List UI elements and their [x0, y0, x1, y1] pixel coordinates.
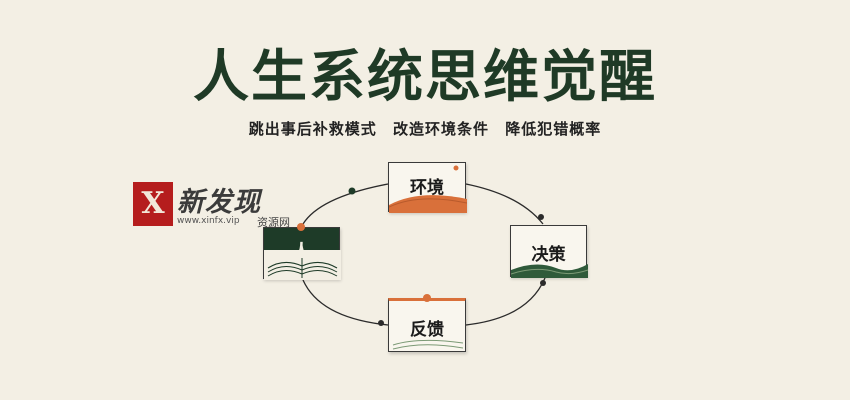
arc-dot: [538, 214, 544, 220]
arc-decision-to-feedback: [465, 277, 546, 326]
watermark-text: 新发现: [177, 187, 261, 218]
watermark: X 新发现 www.xinfx.vip 资源网: [133, 182, 293, 232]
page-subtitle: 跳出事后补救模式 改造环境条件 降低犯错概率: [248, 120, 602, 138]
page-title: 人生系统思维觉醒: [193, 44, 657, 110]
watermark-logo: X: [133, 182, 173, 226]
wave-illustration: [389, 165, 467, 213]
arc-dot: [540, 280, 546, 286]
line-wave-illustration: [392, 339, 464, 350]
arc-dot: [378, 320, 384, 326]
mountain-illustration: [511, 264, 588, 278]
node-feedback-label: 反馈: [410, 320, 444, 340]
node-person: 人: [263, 227, 341, 280]
watermark-subtext: 资源网: [257, 216, 290, 229]
book-illustration: [264, 250, 341, 280]
watermark-url: www.xinfx.vip: [177, 216, 240, 226]
node-decision-label: 决策: [531, 245, 566, 265]
node-environment-label: 环境: [410, 178, 444, 198]
node-environment: 环境: [388, 162, 467, 213]
arc-feedback-to-person: [302, 279, 389, 326]
arc-dot: [348, 187, 356, 195]
node-feedback: 反馈: [388, 298, 466, 352]
arc-person-to-environment: [302, 183, 389, 225]
node-decision: 决策: [510, 225, 588, 278]
node-person-label: 人: [291, 240, 312, 264]
arc-environment-to-decision: [465, 183, 544, 225]
